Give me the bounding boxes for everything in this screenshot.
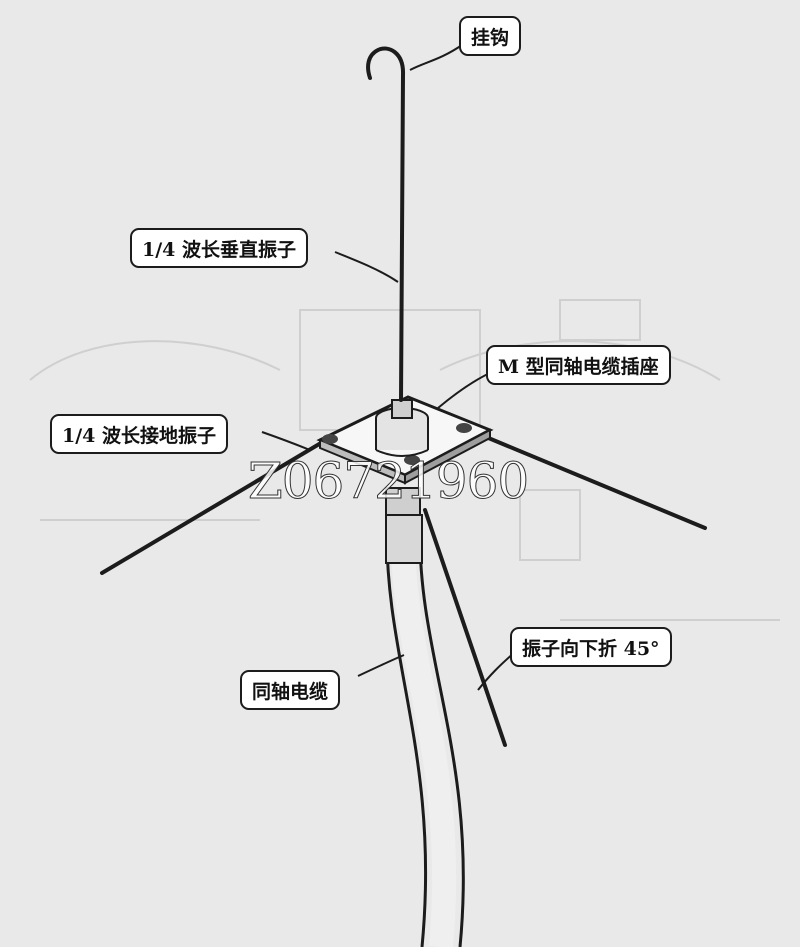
leader-connector [437,371,493,409]
vertical-element [366,46,406,402]
ground-element-left [100,438,328,575]
callout-connector: M 型同轴电缆插座 [486,345,671,385]
ground-elements [100,398,707,747]
callout-fold-note: 振子向下折 45° [510,627,672,667]
callout-coax-cable: 同轴电缆 [240,670,341,710]
leader-vertical-element [334,251,399,283]
leader-coax-cable [357,654,405,677]
leader-ground-element [261,431,311,451]
callout-hook: 挂钩 [459,16,522,56]
mounting-plate [316,395,494,516]
hook [366,46,406,80]
callout-ground-element: 1/4 波长接地振子 [50,414,228,454]
ground-element-down [423,508,507,747]
callout-vertical-element: 1/4 波长垂直振子 [130,228,308,268]
leader-hook [409,44,463,71]
coax-cable [385,514,465,947]
watermark: Z06721960 [247,452,529,511]
ground-element-right [460,425,707,530]
